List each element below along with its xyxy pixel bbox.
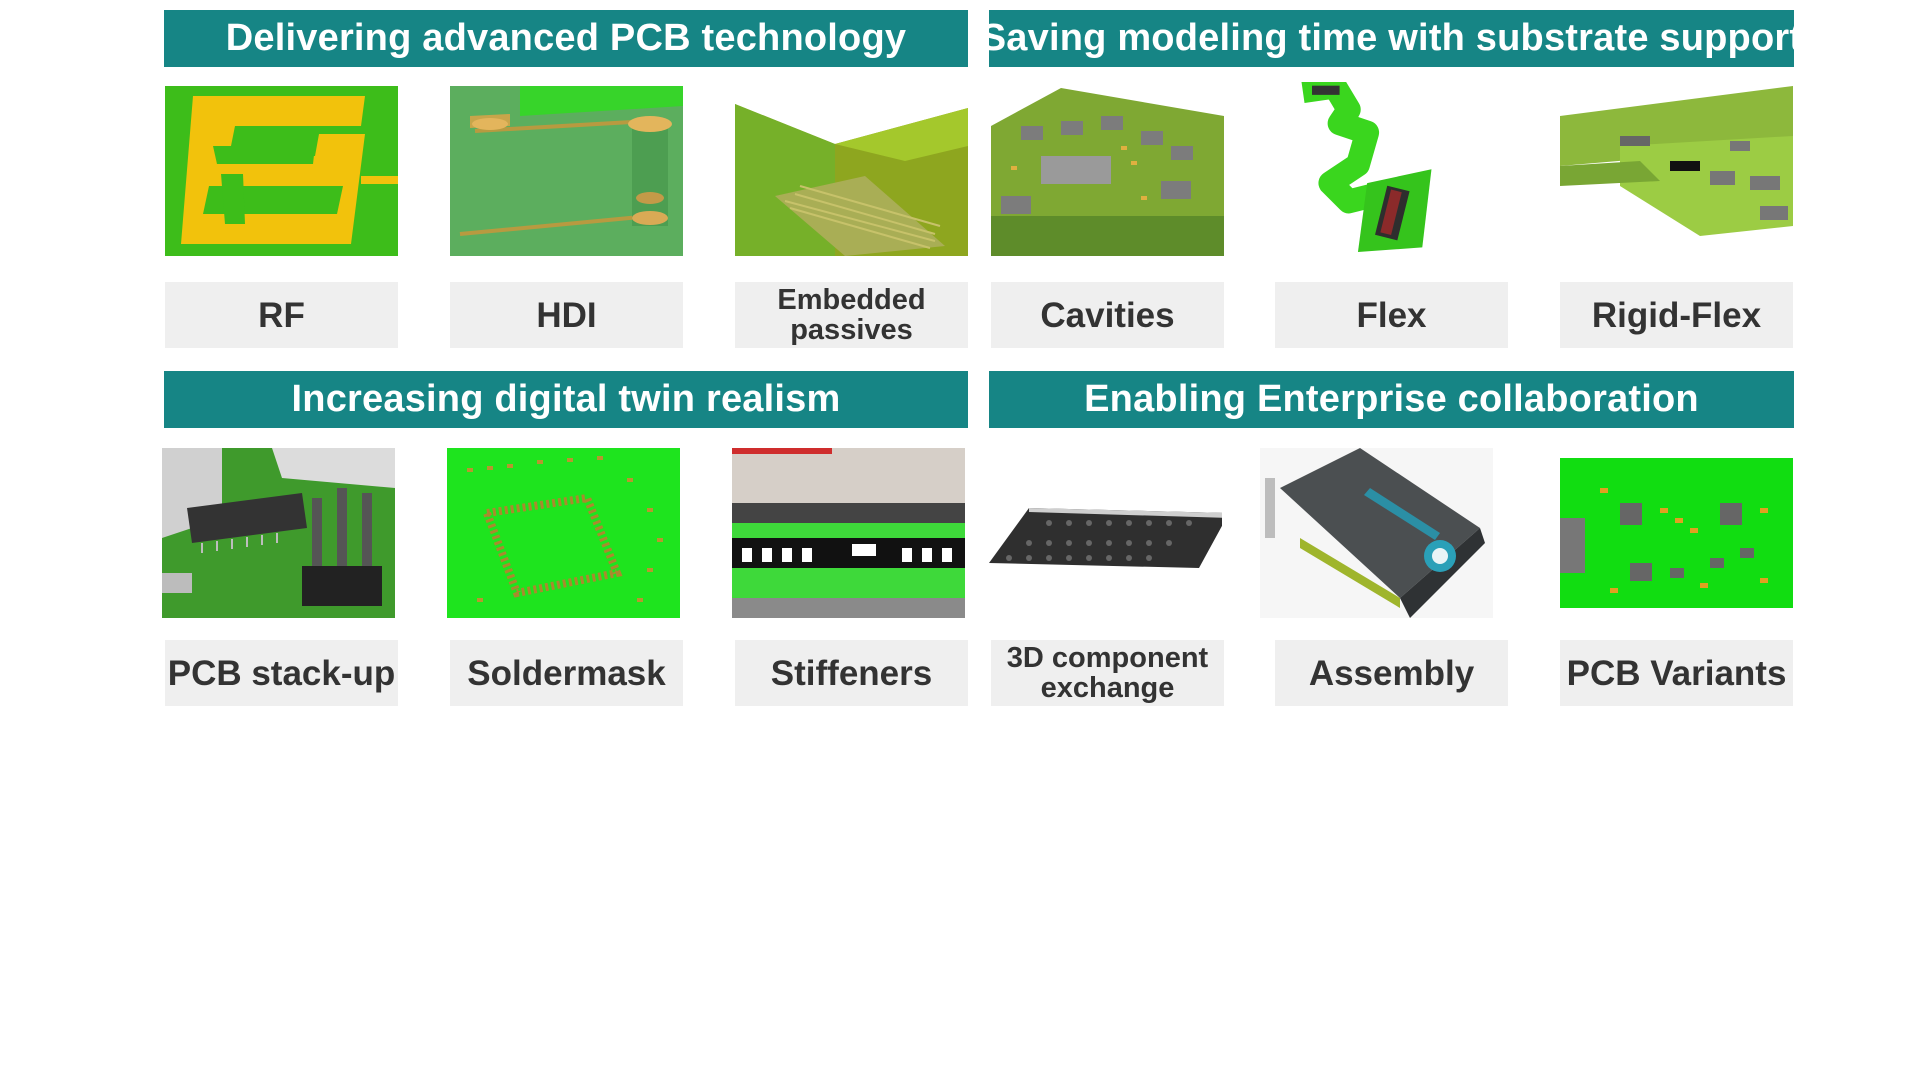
hdi-via-image [450, 86, 683, 256]
section-banner-digital-twin: Increasing digital twin realism [164, 371, 968, 428]
embedded-passives-image [735, 86, 968, 256]
label-rf: RF [165, 282, 398, 348]
section-banner-enterprise: Enabling Enterprise collaboration [989, 371, 1794, 428]
rf-antenna-image [165, 86, 398, 256]
bga-component-image [989, 448, 1222, 618]
label-flex: Flex [1275, 282, 1508, 348]
label-pcb-stackup: PCB stack-up [165, 640, 398, 706]
pcb-variants-image [1560, 448, 1793, 618]
label-3d-component-exchange: 3D component exchange [991, 640, 1224, 706]
section-banner-pcb-technology: Delivering advanced PCB technology [164, 10, 968, 67]
label-stiffeners: Stiffeners [735, 640, 968, 706]
label-soldermask: Soldermask [450, 640, 683, 706]
label-cavities: Cavities [991, 282, 1224, 348]
section-banner-substrate-support: Saving modeling time with substrate supp… [981, 10, 1802, 67]
label-assembly: Assembly [1275, 640, 1508, 706]
pcb-stackup-image [162, 448, 395, 618]
label-rigid-flex: Rigid-Flex [1560, 282, 1793, 348]
rigid-flex-image [1560, 86, 1793, 256]
label-embedded-passives: Embedded passives [735, 282, 968, 348]
stiffeners-image [732, 448, 965, 618]
cavities-image [991, 86, 1224, 256]
label-hdi: HDI [450, 282, 683, 348]
flex-circuit-image [1275, 82, 1508, 252]
soldermask-image [447, 448, 680, 618]
graphics-card-image [1260, 448, 1493, 618]
label-pcb-variants: PCB Variants [1560, 640, 1793, 706]
